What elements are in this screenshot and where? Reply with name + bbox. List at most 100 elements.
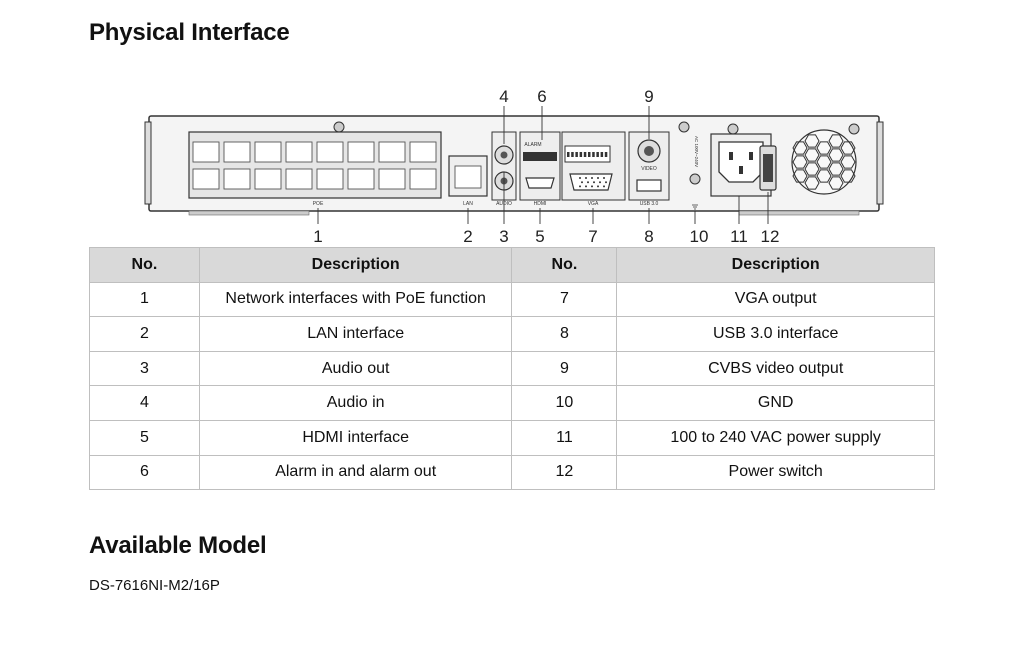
callout-1: 1	[313, 227, 322, 246]
fan-vent	[804, 176, 820, 190]
poe-port	[285, 168, 313, 190]
power-label: AC 100V~240V	[694, 136, 699, 167]
video-label: VIDEO	[641, 166, 657, 172]
cell-no: 12	[511, 454, 618, 491]
alarm-pin	[600, 152, 604, 157]
fan-grill	[791, 129, 857, 195]
callout-5: 5	[535, 227, 544, 246]
poe-label: POE	[313, 201, 324, 207]
cell-no: 1	[89, 281, 200, 318]
poe-port	[254, 141, 282, 163]
header-no-left: No.	[89, 247, 200, 283]
fan-vent	[792, 169, 808, 183]
poe-port	[316, 168, 344, 190]
header-description-left: Description	[198, 247, 513, 283]
callout-7: 7	[588, 227, 597, 246]
alarm-pin	[571, 152, 574, 157]
poe-port	[192, 168, 220, 190]
vga-pin	[597, 185, 599, 188]
gnd-terminal: AC 100V~240V	[689, 136, 701, 210]
vga-pin	[603, 185, 605, 188]
alarm-vga-block: VGA	[561, 131, 626, 207]
cell-no: 7	[511, 281, 618, 318]
cell-description: Audio in	[198, 385, 513, 421]
poe-port	[285, 141, 313, 163]
hdmi-label: HDMI	[534, 201, 547, 207]
rear-panel-diagram: POE LAN AUDIO ALARM HDMI VGA VIDEO	[144, 87, 884, 246]
vga-pin	[593, 181, 595, 184]
poe-port	[192, 141, 220, 163]
model-number: DS-7616NI-M2/16P	[89, 577, 220, 594]
cell-description: VGA output	[616, 281, 935, 318]
callout-12: 12	[761, 227, 780, 246]
fan-vent	[804, 148, 820, 162]
lan-port: LAN	[448, 155, 488, 207]
cell-no: 4	[89, 385, 200, 421]
fan-vent	[828, 176, 844, 190]
cell-description: LAN interface	[198, 316, 513, 352]
alarm-pin	[567, 152, 570, 157]
alarm-pin	[604, 152, 608, 157]
alarm-pin	[575, 152, 578, 157]
poe-port	[316, 141, 344, 163]
vga-pin	[591, 177, 593, 179]
vga-pin	[591, 185, 593, 188]
table-header-row: No. Description No. Description	[89, 247, 935, 283]
vga-pin	[579, 185, 581, 188]
cell-no: 9	[511, 350, 618, 387]
fan-vent	[804, 162, 820, 176]
callout-4: 4	[499, 87, 508, 106]
vga-pin	[585, 177, 587, 179]
cell-description: CVBS video output	[616, 350, 935, 387]
poe-port-block: POE	[188, 131, 442, 207]
usb-label: USB 3.0	[640, 201, 659, 207]
available-model-title: Available Model	[89, 532, 267, 559]
physical-interface-title: Physical Interface	[89, 19, 290, 46]
cell-no: 10	[511, 385, 618, 421]
alarm-pin	[588, 152, 591, 157]
poe-port	[347, 168, 375, 190]
callout-11: 11	[730, 227, 748, 246]
alarm-pin	[583, 152, 587, 157]
callout-10: 10	[690, 227, 709, 246]
cell-description: Alarm in and alarm out	[198, 454, 513, 491]
fan-vent	[840, 141, 856, 155]
vga-label: VGA	[588, 201, 599, 207]
fan-vent	[804, 134, 820, 148]
vga-pin	[597, 177, 599, 179]
poe-port	[223, 168, 251, 190]
cell-description: USB 3.0 interface	[616, 316, 935, 352]
callout-3: 3	[499, 227, 508, 246]
callout-2: 2	[463, 227, 472, 246]
vga-pin	[603, 177, 605, 179]
cell-description: Network interfaces with PoE function	[198, 281, 513, 318]
poe-port	[409, 168, 437, 190]
alarm-pin	[592, 152, 595, 157]
fan-vent	[828, 162, 844, 176]
cell-no: 3	[89, 350, 200, 387]
cell-no: 8	[511, 316, 618, 352]
vga-pin	[585, 185, 587, 188]
leader-lines	[317, 106, 769, 224]
vga-pin	[605, 181, 607, 184]
alarm-pin	[579, 152, 583, 157]
video-usb-block: VIDEO USB 3.0	[628, 131, 670, 207]
hdmi-port: ALARM HDMI	[519, 131, 561, 207]
poe-port	[223, 141, 251, 163]
cell-no: 6	[89, 454, 200, 491]
fan-vent	[828, 148, 844, 162]
poe-port	[378, 141, 406, 163]
callout-9: 9	[644, 87, 653, 106]
power-block	[710, 133, 777, 197]
fan-vent	[816, 155, 832, 169]
header-description-right: Description	[616, 247, 935, 283]
fan-vent	[840, 169, 856, 183]
alarm-label: ALARM	[524, 142, 541, 148]
poe-port	[347, 141, 375, 163]
